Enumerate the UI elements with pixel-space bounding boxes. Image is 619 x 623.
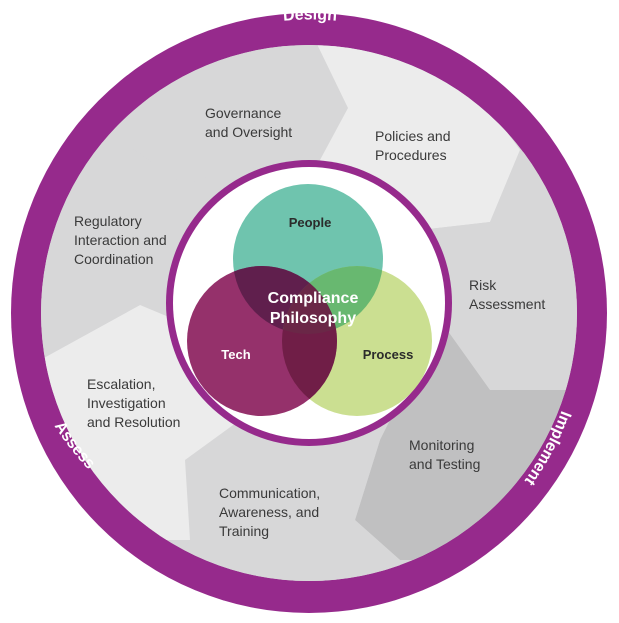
ring-label-design: Design: [282, 6, 337, 24]
venn-label-process: Process: [363, 347, 414, 362]
segment-label: Escalation, Investigation and Resolution: [87, 376, 180, 430]
segment-regulatory: [41, 140, 200, 360]
venn-overlaps: [233, 266, 383, 416]
center-title-line1: Compliance: [268, 290, 359, 307]
segment-labels: Governance and Oversight Policies and Pr…: [74, 105, 545, 539]
segment-label: Governance and Oversight: [205, 105, 292, 140]
segment-communication: [150, 420, 400, 581]
center-title-line2: Philosophy: [270, 310, 356, 327]
segment-risk: [420, 150, 577, 390]
overlap-tech-process: [282, 266, 337, 416]
segment-label: Monitoring and Testing: [409, 437, 480, 472]
segment-label: Policies and Procedures: [375, 128, 454, 163]
segment-label: Risk Assessment: [469, 277, 545, 312]
segment-label: Regulatory Interaction and Coordination: [74, 213, 171, 267]
segment-label: Communication, Awareness, and Training: [219, 485, 324, 539]
venn-label-tech: Tech: [221, 347, 250, 362]
venn-label-people: People: [289, 215, 332, 230]
